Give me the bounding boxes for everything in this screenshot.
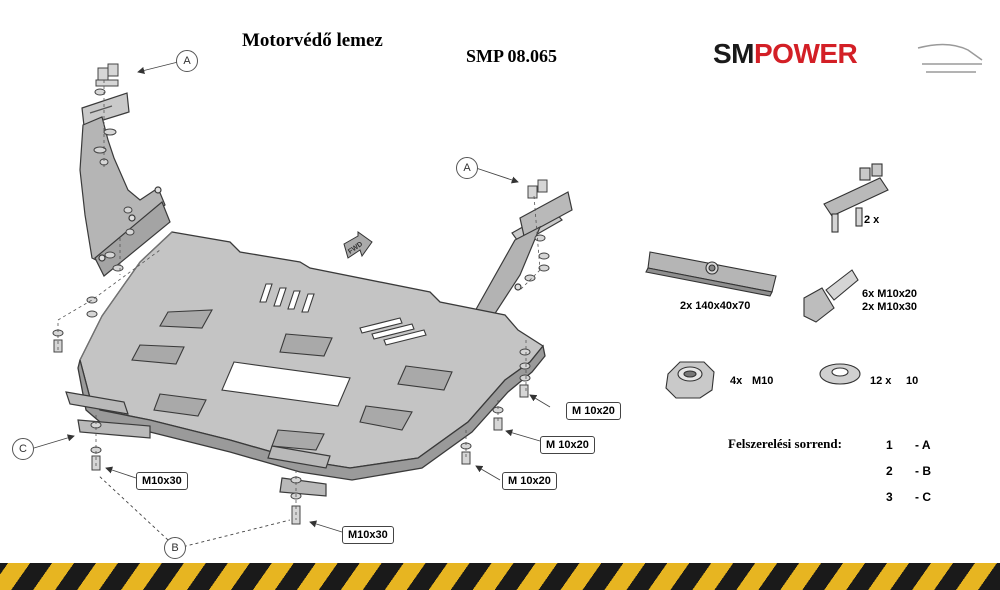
kit-bolt xyxy=(803,269,859,323)
brand-logo: SMPOWER xyxy=(713,38,858,69)
install-step-3-num: 3 xyxy=(886,490,893,504)
label-a-right: A xyxy=(456,157,478,179)
install-order-heading: Felszerelési sorrend: xyxy=(728,436,842,451)
kit-bolts-line1: 6x M10x20 xyxy=(862,288,918,300)
logo-car-swoosh xyxy=(917,43,983,73)
kit-clamp-qty: 2 x xyxy=(864,214,880,226)
plate-vents xyxy=(131,283,453,451)
install-step-2-num: 2 xyxy=(886,464,893,478)
kit-washer xyxy=(819,363,861,385)
callout-m10x20-low: M 10x20 xyxy=(502,472,557,490)
callout-m10x30-bottom: M10x30 xyxy=(342,526,394,544)
kit-nut-size: M10 xyxy=(752,375,774,387)
kit-washer-size: 10 xyxy=(906,375,919,387)
label-b: B xyxy=(164,537,186,559)
assembly-guides xyxy=(57,80,541,520)
kit-nut xyxy=(665,361,715,399)
label-c: C xyxy=(12,438,34,460)
kit-plate xyxy=(645,251,777,297)
callout-m10x30-left: M10x30 xyxy=(136,472,188,490)
callout-m10x20-top: M 10x20 xyxy=(566,402,621,420)
part-number: SMP 08.065 xyxy=(466,46,558,66)
install-step-1-num: 1 xyxy=(886,438,893,452)
kit-plate-label: 2x 140x40x70 xyxy=(680,300,751,312)
pointer-lines xyxy=(33,61,551,549)
kit-bolts-line2: 2x M10x30 xyxy=(862,301,918,313)
kit-clamp xyxy=(823,163,889,233)
install-step-2-label: - B xyxy=(915,464,931,478)
kit-nut-qty: 4x xyxy=(730,375,743,387)
kit-washer-qty: 12 x xyxy=(870,375,892,387)
label-a-left: A xyxy=(176,50,198,72)
hazard-stripe-footer xyxy=(0,563,1000,590)
page-title: Motorvédő lemez xyxy=(242,30,383,51)
install-step-1-label: - A xyxy=(915,438,931,452)
fwd-arrow: FWD xyxy=(343,231,373,259)
callout-m10x20-mid: M 10x20 xyxy=(540,436,595,454)
fasteners xyxy=(52,63,550,525)
front-flaps xyxy=(65,391,331,497)
install-step-3-label: - C xyxy=(915,490,931,504)
